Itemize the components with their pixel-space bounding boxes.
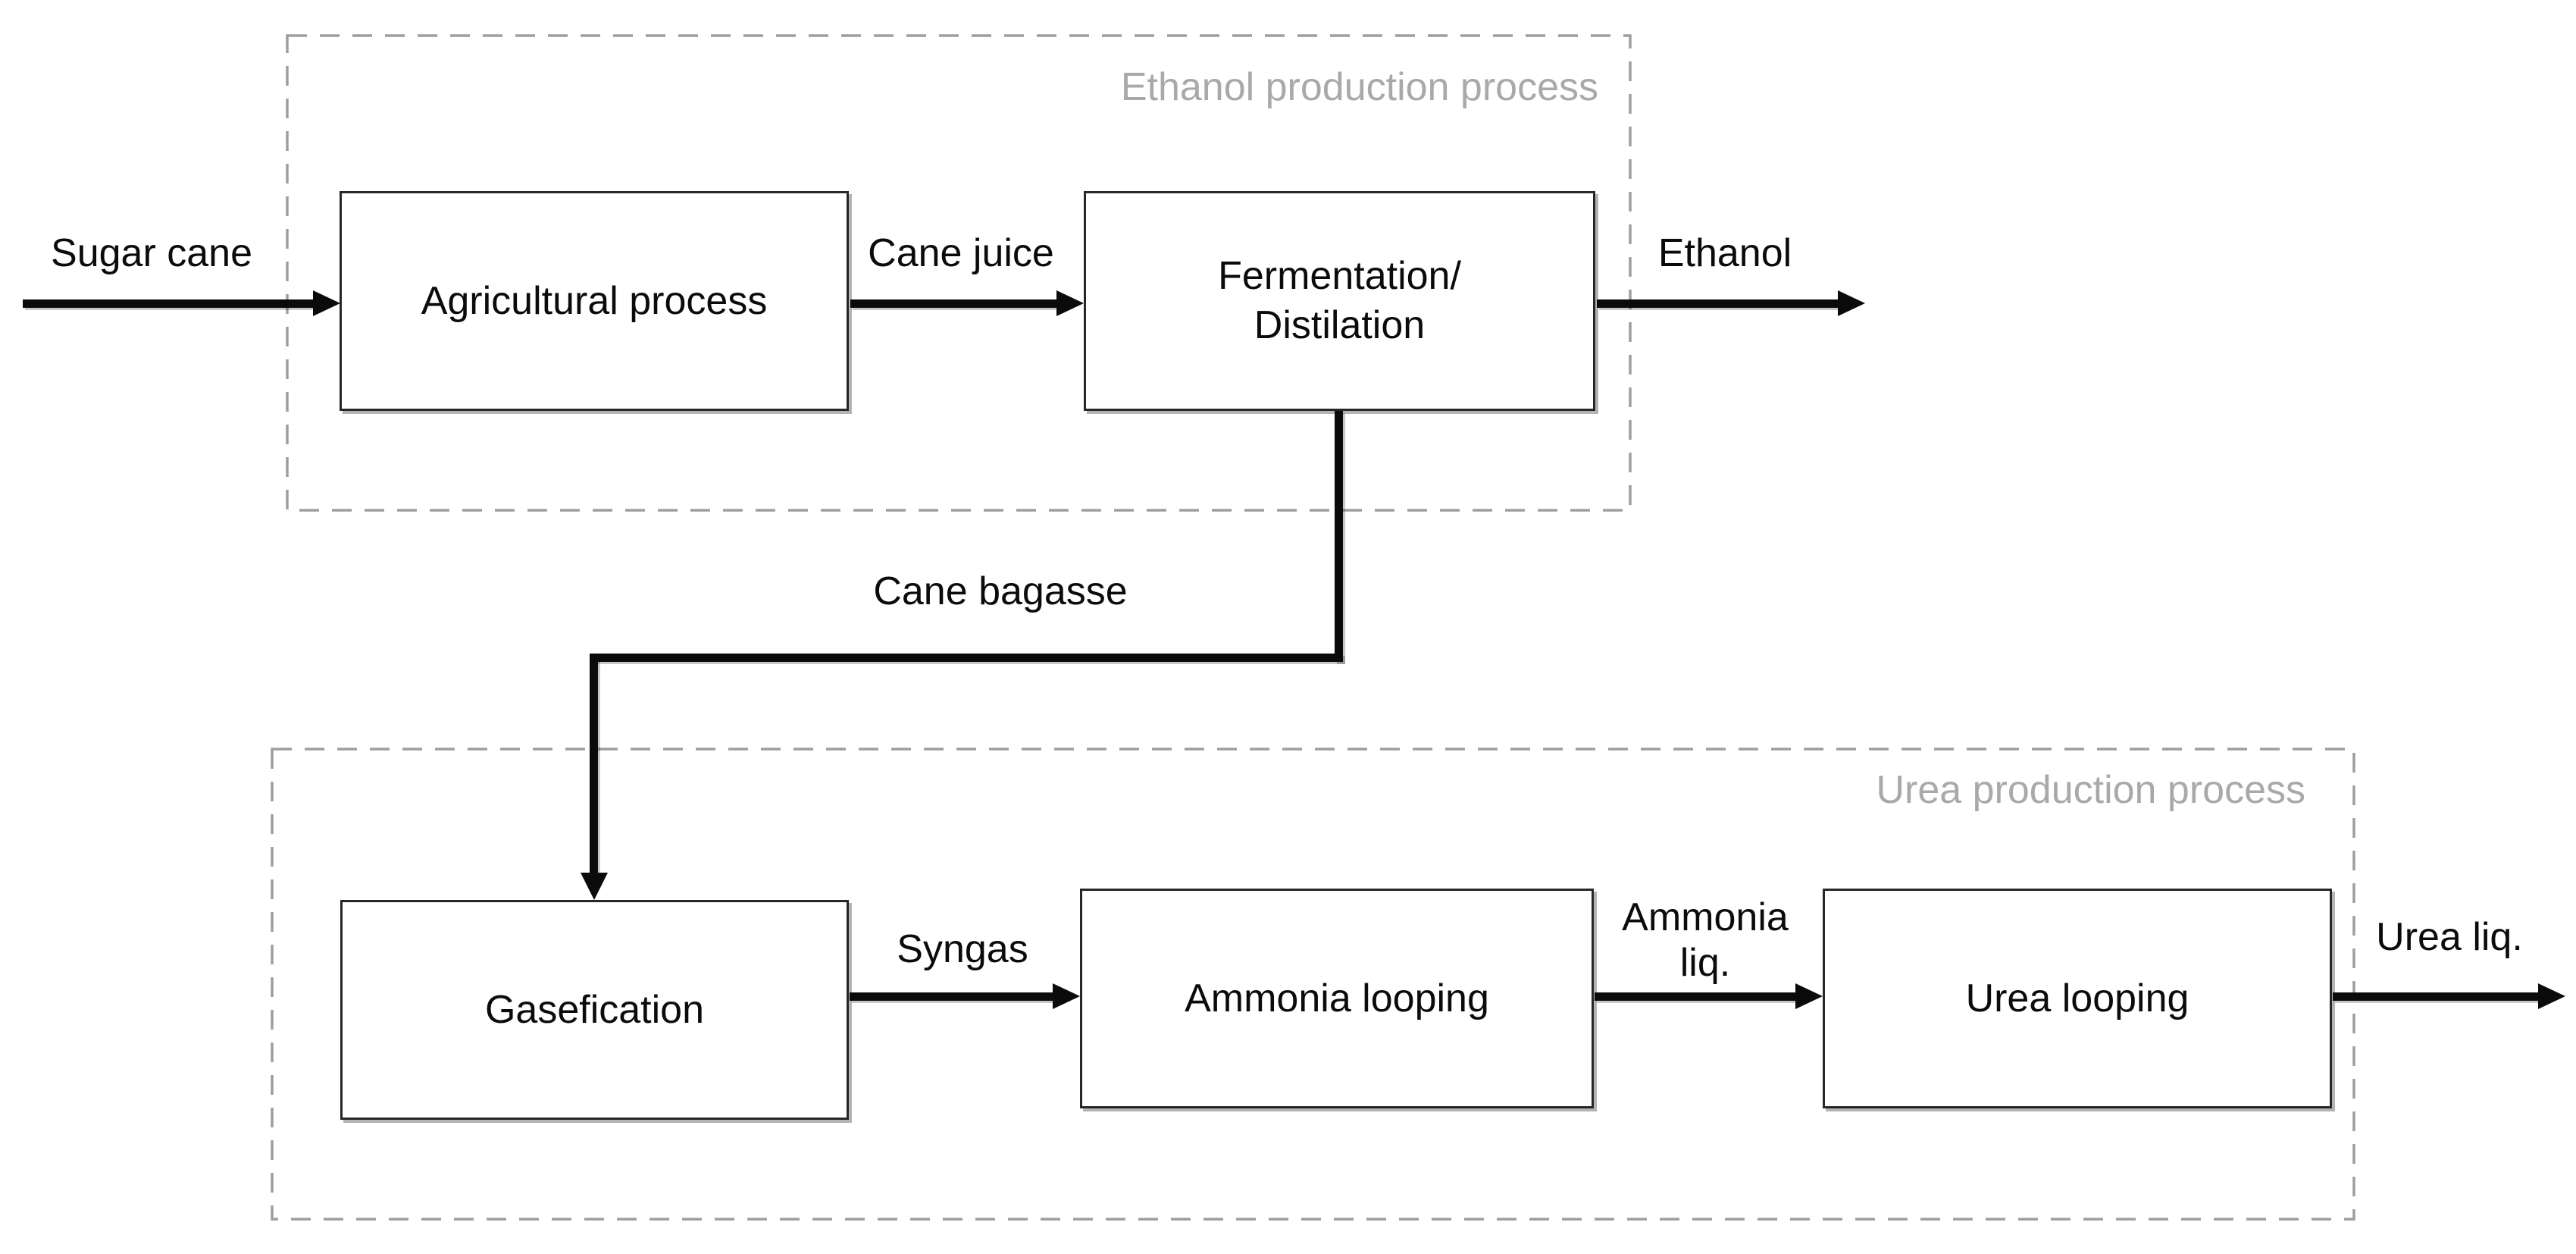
node-agricultural-process: Agricultural process (340, 191, 849, 411)
arrowhead-cane-bagasse (581, 873, 608, 900)
group-urea-production: Urea production process (271, 748, 2355, 1221)
arrowhead-ethanol (1838, 290, 1865, 316)
arrow-line-ammonia-liq (1595, 992, 1796, 1001)
arrowhead-sugar-cane (313, 290, 340, 316)
flow-label-cane-bagasse: Cane bagasse (873, 569, 1128, 613)
arrow-line-ethanol (1597, 299, 1838, 308)
arrow-line-syngas (850, 992, 1053, 1001)
node-urea-looping: Urea looping (1823, 889, 2332, 1108)
group-label-urea: Urea production process (1876, 768, 2305, 812)
dashed-border (286, 34, 1632, 512)
arrowhead-cane-juice (1056, 290, 1084, 316)
group-label-ethanol: Ethanol production process (1120, 65, 1598, 109)
node-gasefication: Gasefication (340, 900, 849, 1120)
arrow-line-sugar-cane (23, 299, 314, 308)
flow-label-urea-liq: Urea liq. (2376, 915, 2523, 959)
flow-label-ethanol: Ethanol (1657, 231, 1792, 275)
dashed-border (271, 748, 2355, 1221)
arrowhead-urea-liq (2538, 983, 2565, 1009)
arrowhead-ammonia-liq (1795, 983, 1823, 1009)
group-ethanol-production: Ethanol production process (286, 34, 1632, 512)
flow-label-ammonia-liq: Ammonia liq. (1622, 895, 1789, 985)
connector-cane-bagasse-vertical-bottom (590, 654, 598, 873)
arrow-line-cane-juice (850, 299, 1056, 308)
connector-cane-bagasse-horizontal (590, 654, 1343, 662)
arrowhead-syngas (1053, 983, 1080, 1009)
node-fermentation-distilation: Fermentation/ Distilation (1084, 191, 1595, 411)
flow-label-sugar-cane: Sugar cane (51, 231, 252, 275)
node-ammonia-looping: Ammonia looping (1080, 889, 1594, 1108)
flow-label-cane-juice: Cane juice (868, 231, 1054, 275)
connector-cane-bagasse-vertical-top (1335, 411, 1343, 662)
flow-label-syngas: Syngas (897, 927, 1028, 971)
arrow-line-urea-liq (2333, 992, 2539, 1001)
